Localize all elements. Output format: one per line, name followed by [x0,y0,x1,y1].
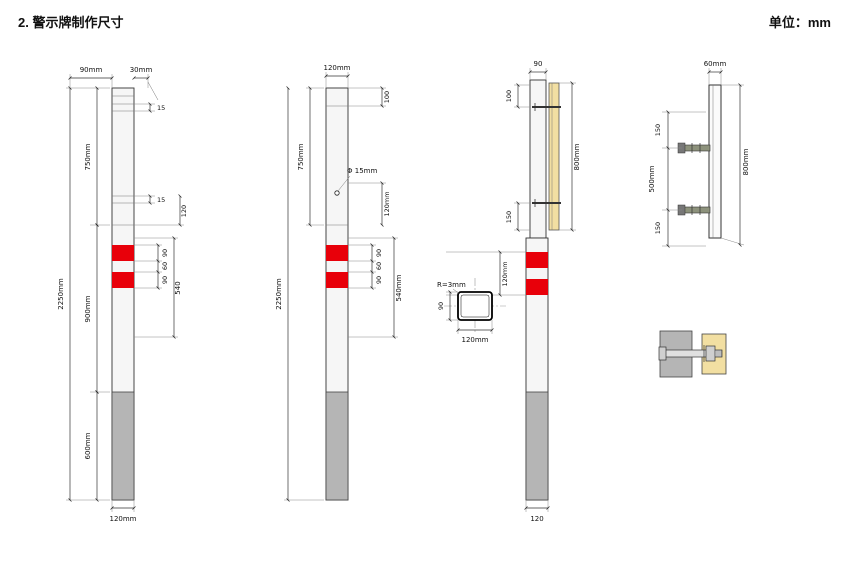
dim-label-post2-hole-span: 120mm [383,191,391,216]
post3-red-band-top [526,252,548,268]
dim-label-post2-upper: 750mm [297,143,305,170]
post2-drawing: 120mm 100 750mm 2250mm Φ 15mm 120mm 90 6… [275,64,403,502]
dim-label-post1-band-top: 90 [161,249,169,257]
dim-label-post1-band-region: 540 [174,281,182,294]
dim-label-channel-bolt-spacing: 500mm [648,165,656,192]
channel-bar [708,84,722,239]
bolt-detail-nut [705,345,716,362]
dim-label-post3-board-height: 800mm [573,143,581,170]
dim-label-post1-notch-bottom: 15 [157,196,165,204]
dim-label-post3-cap: 100 [505,90,513,102]
dim-label-post1-overall: 2250mm [57,278,65,310]
channel-bolt-top [677,142,711,154]
bolt-detail-head [658,346,667,361]
post3-sign-board [548,82,560,231]
post3-red-band-bottom [526,279,548,295]
dim-label-post2-band-region: 540mm [395,274,403,301]
dim-label-section-radius: R=3mm [437,281,466,289]
post2-hole [334,190,340,196]
post3-mount-bolt-bottom [532,199,561,207]
dim-label-post2-band-bottom: 90 [375,276,383,284]
dim-label-post3-base-width: 120 [530,515,543,523]
dim-label-post3-band-region: 120mm [501,261,509,286]
dim-label-post2-band-top: 90 [375,249,383,257]
dim-label-channel-top-spacing: 150 [654,124,662,136]
channel-bolt-bottom [677,204,711,216]
post1-drawing: 90mm 30mm 15 15 750mm 120 2250mm 900mm 5… [57,66,188,523]
dim-label-post3-bracket-gap: 150 [505,211,513,223]
dim-label-channel-overall: 800mm [742,148,750,175]
tube-section-outer [457,291,493,321]
post3-drawing: 90 100 800mm 150 120mm 120 [446,60,581,523]
post3-mount-bolt-top [532,103,561,111]
tube-section-detail: R=3mm 90 120mm [437,278,506,344]
tube-section-inner [460,294,490,318]
post3-upper-column [529,79,547,239]
post2-red-band-bottom [326,272,348,288]
page-title: 2. 警示牌制作尺寸 [18,15,124,30]
mounting-channel-detail: 60mm 150 500mm 150 800mm [648,60,750,248]
post2-dimension-lines [284,72,398,502]
post1-buried-section [111,391,135,501]
channel-dimension-lines [662,68,745,248]
dim-label-post3-top-width: 90 [534,60,543,68]
dim-label-channel-bottom-spacing: 150 [654,222,662,234]
post1-red-band-bottom [112,272,134,288]
dim-label-post2-cap: 100 [383,91,391,103]
post2-red-band-top [326,245,348,261]
dim-label-channel-width: 60mm [704,60,727,68]
dim-label-post1-middle: 900mm [84,295,92,322]
dim-label-section-height: 90 [437,302,445,310]
dim-label-post1-top-width: 90mm [80,66,103,74]
dim-label-post2-top-width: 120mm [324,64,351,72]
dim-label-section-width: 120mm [462,336,489,344]
dim-label-post2-overall: 2250mm [275,278,283,310]
post1-red-band-top [112,245,134,261]
dim-label-post1-hole-span: 120 [180,205,188,217]
dim-label-post1-top-offset: 30mm [130,66,153,74]
dim-label-post2-hole: Φ 15mm [347,167,377,175]
dim-label-post1-band-bottom: 90 [161,276,169,284]
post2-buried-section [325,391,349,501]
dim-label-post1-upper: 750mm [84,143,92,170]
section-dimension-lines [446,290,494,334]
post1-dimension-lines [66,74,184,512]
unit-label: 单位：mm [768,15,831,30]
dim-label-post2-band-gap: 60 [375,262,383,270]
dim-label-post1-notch-top: 15 [157,104,165,112]
post3-buried-section [525,391,549,501]
dim-label-post1-base-width: 120mm [110,515,137,523]
bolt-connection-detail [658,330,727,378]
dim-label-post1-buried: 600mm [84,432,92,459]
dim-label-post1-band-gap: 60 [161,262,169,270]
